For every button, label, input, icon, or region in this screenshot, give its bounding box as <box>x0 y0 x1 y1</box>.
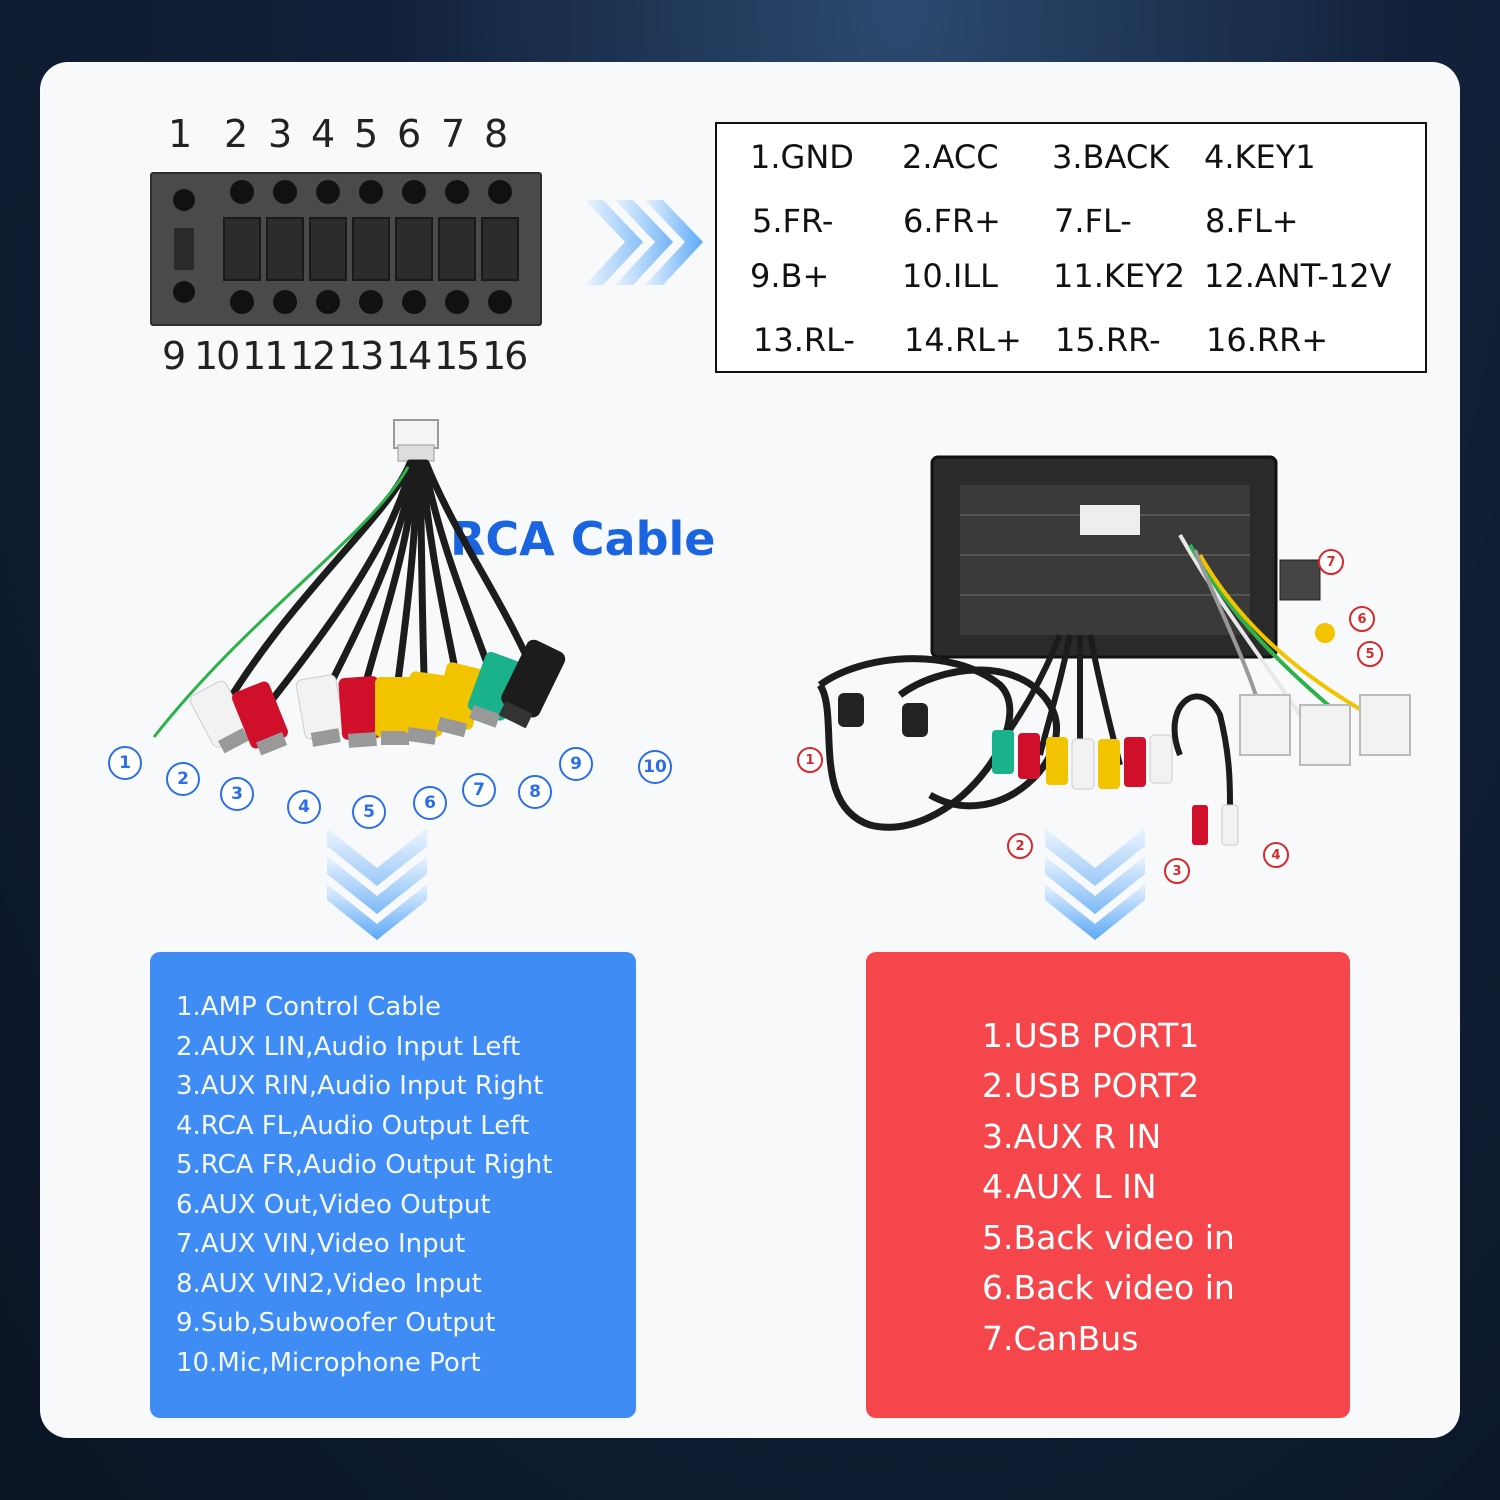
list-item: 4.RCA FL,Audio Output Left <box>176 1111 530 1141</box>
list-item: 7.CanBus <box>982 1319 1139 1358</box>
pinout-table <box>715 122 1427 373</box>
pin-number: 15 <box>434 334 480 378</box>
connector-pins-graphic <box>173 180 519 314</box>
pinout-cell: 14.RL+ <box>904 321 1022 359</box>
list-item: 10.Mic,Microphone Port <box>176 1348 481 1378</box>
list-item: 2.AUX LIN,Audio Input Left <box>176 1032 521 1062</box>
pinout-cell: 2.ACC <box>902 138 999 176</box>
list-item: 9.Sub,Subwoofer Output <box>176 1308 496 1338</box>
pin-number: 1 <box>168 112 193 156</box>
list-item: 5.Back video in <box>982 1218 1235 1257</box>
list-item: 3.AUX RIN,Audio Input Right <box>176 1071 544 1101</box>
rca-marker: 1 <box>108 746 142 780</box>
harness-marker: 2 <box>1007 833 1033 859</box>
pin-number: 7 <box>441 112 466 156</box>
pin-number: 12 <box>290 334 336 378</box>
harness-marker: 1 <box>797 747 823 773</box>
rca-cable-title: RCA Cable <box>450 512 716 566</box>
iso-connector <box>150 172 542 326</box>
rca-marker: 9 <box>559 747 593 781</box>
list-item: 6.AUX Out,Video Output <box>176 1190 491 1220</box>
rca-marker: 2 <box>166 762 200 796</box>
rca-marker: 4 <box>287 790 321 824</box>
pinout-cell: 9.B+ <box>750 257 830 295</box>
pinout-cell: 4.KEY1 <box>1204 138 1316 176</box>
pinout-cell: 5.FR- <box>752 202 834 240</box>
rca-marker: 6 <box>413 786 447 820</box>
pin-number: 8 <box>484 112 509 156</box>
pinout-cell: 6.FR+ <box>903 202 1001 240</box>
pinout-cell: 3.BACK <box>1052 138 1170 176</box>
pinout-cell: 7.FL- <box>1054 202 1132 240</box>
pinout-cell: 10.ILL <box>902 257 998 295</box>
chevron-right-arrow-icon <box>585 200 703 285</box>
pin-number: 16 <box>482 334 528 378</box>
rca-marker: 10 <box>638 750 672 784</box>
rca-description-panel: 1.AMP Control Cable 2.AUX LIN,Audio Inpu… <box>150 952 636 1418</box>
rca-marker: 7 <box>462 773 496 807</box>
harness-marker: 5 <box>1357 641 1383 667</box>
harness-description-panel: 1.USB PORT1 2.USB PORT2 3.AUX R IN 4.AUX… <box>866 952 1350 1418</box>
rca-marker: 5 <box>352 795 386 829</box>
harness-marker: 4 <box>1263 842 1289 868</box>
list-item: 5.RCA FR,Audio Output Right <box>176 1150 553 1180</box>
chevron-down-arrow-icon <box>327 828 427 940</box>
harness-marker: 3 <box>1164 858 1190 884</box>
pinout-cell: 16.RR+ <box>1206 321 1329 359</box>
pin-number: 3 <box>268 112 293 156</box>
pin-number: 13 <box>338 334 384 378</box>
pinout-cell: 11.KEY2 <box>1053 257 1185 295</box>
pin-number: 14 <box>386 334 432 378</box>
head-unit-harness-illustration <box>816 455 1411 846</box>
list-item: 1.USB PORT1 <box>982 1016 1200 1055</box>
chevron-down-arrow-icon <box>1045 828 1145 940</box>
rca-marker: 8 <box>518 775 552 809</box>
pin-number: 10 <box>194 334 240 378</box>
pin-number: 5 <box>354 112 379 156</box>
pin-number: 4 <box>311 112 336 156</box>
pin-number: 6 <box>397 112 422 156</box>
list-item: 1.AMP Control Cable <box>176 992 442 1022</box>
list-item: 3.AUX R IN <box>982 1117 1162 1156</box>
pinout-cell: 15.RR- <box>1055 321 1161 359</box>
pin-number: 11 <box>242 334 288 378</box>
list-item: 4.AUX L IN <box>982 1167 1157 1206</box>
rca-cable-illustration <box>152 419 566 756</box>
pin-number: 2 <box>224 112 249 156</box>
harness-marker: 7 <box>1318 549 1344 575</box>
list-item: 7.AUX VIN,Video Input <box>176 1229 466 1259</box>
pinout-cell: 8.FL+ <box>1205 202 1299 240</box>
rca-marker: 3 <box>220 777 254 811</box>
pinout-cell: 13.RL- <box>753 321 855 359</box>
list-item: 6.Back video in <box>982 1268 1235 1307</box>
harness-marker: 6 <box>1349 606 1375 632</box>
pin-number: 9 <box>162 334 186 378</box>
list-item: 2.USB PORT2 <box>982 1066 1200 1105</box>
pinout-cell: 12.ANT-12V <box>1204 257 1392 295</box>
pinout-cell: 1.GND <box>750 138 854 176</box>
list-item: 8.AUX VIN2,Video Input <box>176 1269 482 1299</box>
